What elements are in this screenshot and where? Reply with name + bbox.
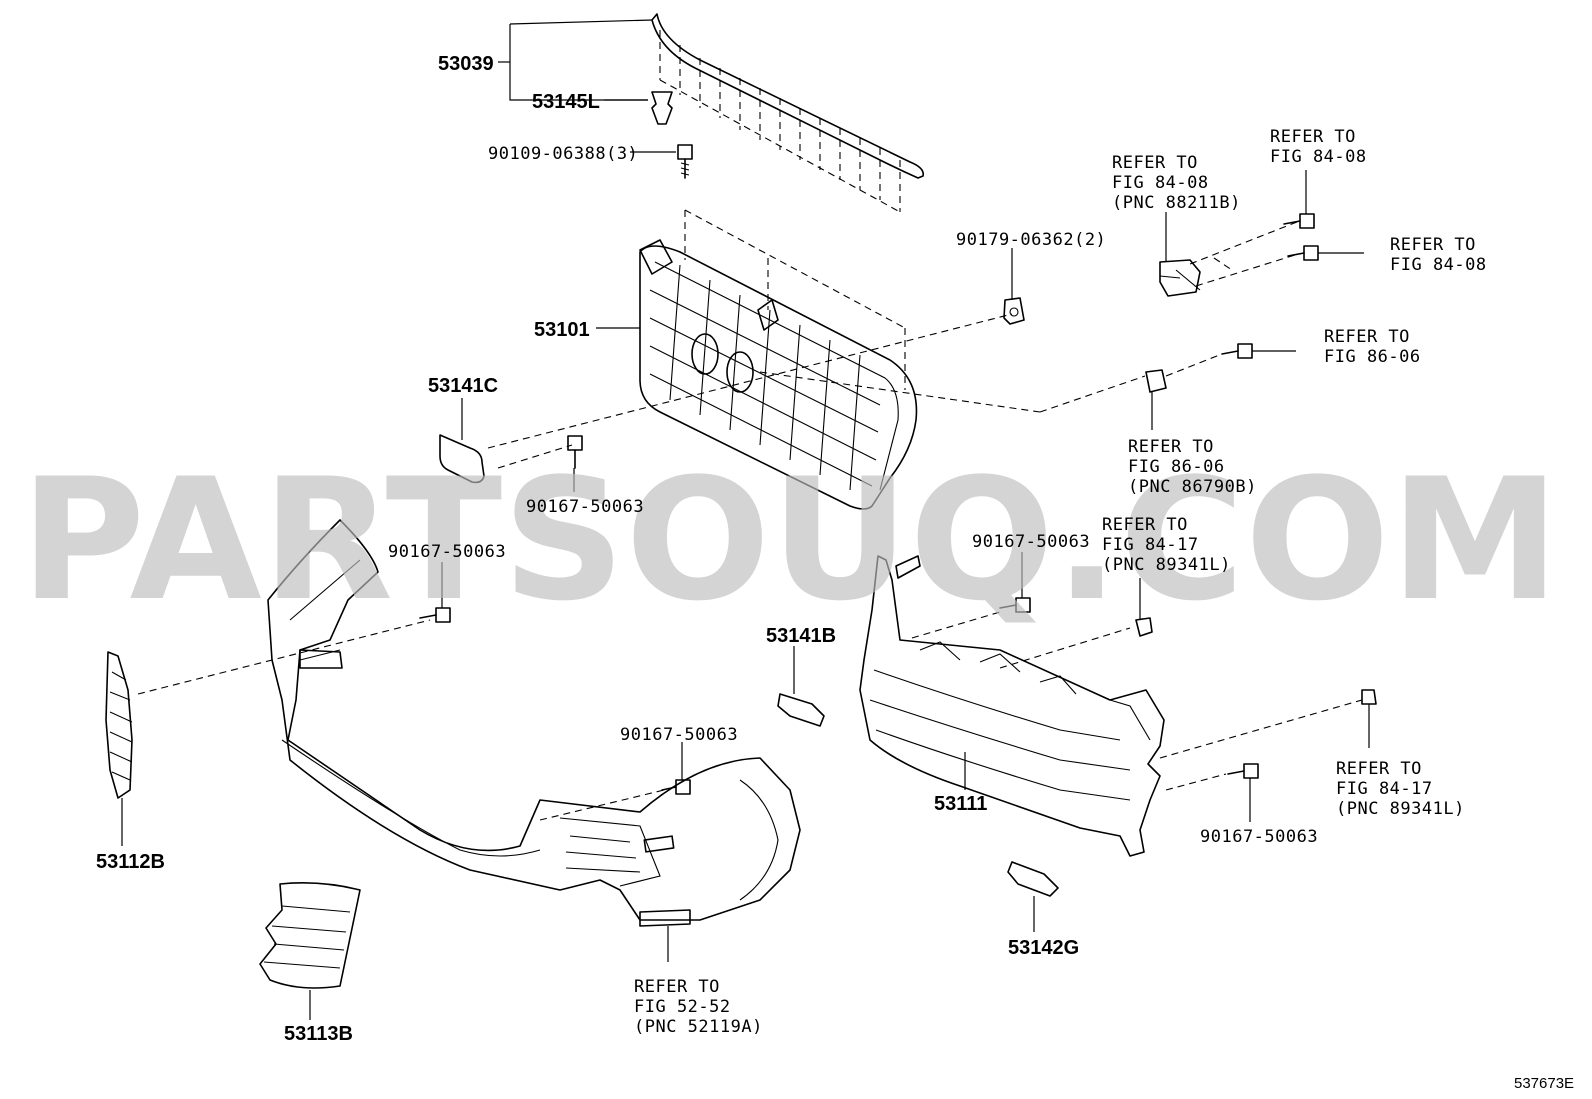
clip-89341L-lower[interactable] (1361, 689, 1377, 705)
label-53111[interactable]: 53111 (934, 793, 987, 815)
bracket-53141B[interactable] (777, 693, 825, 727)
label-53113B[interactable]: 53113B (284, 1023, 353, 1045)
svg-text:(PNC 88211B): (PNC 88211B) (1112, 193, 1241, 213)
svg-text:FIG 84-08: FIG 84-08 (1270, 147, 1367, 167)
label-53141C[interactable]: 53141C (428, 375, 498, 397)
label-90167-right[interactable]: 90167-50063 (1200, 827, 1318, 847)
svg-text:REFER TO: REFER TO (1128, 437, 1214, 457)
svg-text:(PNC 89341L): (PNC 89341L) (1336, 799, 1465, 819)
svg-text:FIG 84-17: FIG 84-17 (1336, 779, 1433, 799)
label-53142G[interactable]: 53142G (1008, 937, 1079, 959)
figure-code: 537673E (1514, 1075, 1574, 1092)
cover-53141C[interactable] (439, 434, 485, 484)
bracket-86790B[interactable] (1145, 369, 1167, 393)
svg-text:FIG 86-06: FIG 86-06 (1128, 457, 1225, 477)
label-90179[interactable]: 90179-06362(2) (956, 230, 1106, 250)
screw-90167-lower-grille[interactable] (999, 597, 1031, 613)
svg-text:FIG 84-08: FIG 84-08 (1112, 173, 1209, 193)
label-53039[interactable]: 53039 (438, 53, 494, 75)
svg-text:(PNC 89341L): (PNC 89341L) (1102, 555, 1231, 575)
screw-90167-right[interactable] (1227, 763, 1259, 779)
svg-text:REFER TO: REFER TO (1336, 759, 1422, 779)
screw-90167-left[interactable] (419, 607, 451, 623)
label-90167-lower[interactable]: 90167-50063 (620, 725, 738, 745)
refer-84-17-lower[interactable]: REFER TO FIG 84-17 (PNC 89341L) (1336, 759, 1465, 819)
radiator-grille-53101[interactable] (639, 239, 918, 510)
watermark: PARTSOUQ.COM (20, 442, 1560, 638)
nut-90179[interactable] (1003, 297, 1025, 325)
refer-84-08-top[interactable]: REFER TO FIG 84-08 (1270, 127, 1367, 167)
svg-text:REFER TO: REFER TO (634, 977, 720, 997)
svg-text:REFER TO: REFER TO (1324, 327, 1410, 347)
refer-84-17-upper[interactable]: REFER TO FIG 84-17 (PNC 89341L) (1102, 515, 1231, 575)
grille-fastener-lines (487, 209, 1146, 469)
bolt-refer-84-08-a[interactable] (1283, 213, 1315, 229)
svg-text:FIG 52-52: FIG 52-52 (634, 997, 731, 1017)
screw-90167-grille[interactable] (567, 435, 583, 469)
clip-53145L[interactable] (651, 91, 673, 125)
bumper-cover-52119A[interactable] (267, 519, 801, 927)
side-grille-53112B[interactable] (105, 651, 133, 799)
svg-text:(PNC 86790B): (PNC 86790B) (1128, 477, 1257, 497)
label-53101[interactable]: 53101 (534, 319, 590, 341)
lower-grille-53111[interactable] (859, 555, 1165, 857)
bolt-refer-84-08-b[interactable] (1287, 245, 1319, 261)
refer-52-52-pnc-52119A[interactable]: REFER TO FIG 52-52 (PNC 52119A) (634, 977, 763, 1037)
bolt-refer-86-06[interactable] (1221, 343, 1253, 359)
refer-86-06-right[interactable]: REFER TO FIG 86-06 (1324, 327, 1421, 367)
svg-text:FIG 84-08: FIG 84-08 (1390, 255, 1487, 275)
refer-86-06-pnc-86790B[interactable]: REFER TO FIG 86-06 (PNC 86790B) (1128, 437, 1257, 497)
bracket-53142G[interactable] (1007, 861, 1059, 897)
refer-84-08-right[interactable]: REFER TO FIG 84-08 (1390, 235, 1487, 275)
label-53145L[interactable]: 53145L (532, 91, 600, 113)
svg-text:REFER TO: REFER TO (1390, 235, 1476, 255)
clip-89341L-upper[interactable] (1135, 617, 1153, 637)
label-90109[interactable]: 90109-06388(3) (488, 144, 638, 164)
label-53112B[interactable]: 53112B (96, 851, 165, 873)
svg-text:REFER TO: REFER TO (1112, 153, 1198, 173)
svg-text:REFER TO: REFER TO (1270, 127, 1356, 147)
label-90167-lower-grille[interactable]: 90167-50063 (972, 532, 1090, 552)
label-90167-grille[interactable]: 90167-50063 (526, 497, 644, 517)
sensor-bracket-88211B[interactable] (1159, 259, 1201, 297)
fog-grille-53113B[interactable] (259, 882, 361, 989)
refer-84-08-pnc-88211B[interactable]: REFER TO FIG 84-08 (PNC 88211B) (1112, 153, 1241, 213)
upper-molding-53039[interactable] (651, 13, 925, 213)
svg-text:REFER TO: REFER TO (1102, 515, 1188, 535)
svg-text:(PNC 52119A): (PNC 52119A) (634, 1017, 763, 1037)
label-90167-left[interactable]: 90167-50063 (388, 542, 506, 562)
label-53141B[interactable]: 53141B (766, 625, 836, 647)
svg-text:FIG 86-06: FIG 86-06 (1324, 347, 1421, 367)
screw-90167-lower[interactable] (661, 779, 691, 795)
bolt-90109[interactable] (677, 144, 693, 179)
svg-text:FIG 84-17: FIG 84-17 (1102, 535, 1199, 555)
